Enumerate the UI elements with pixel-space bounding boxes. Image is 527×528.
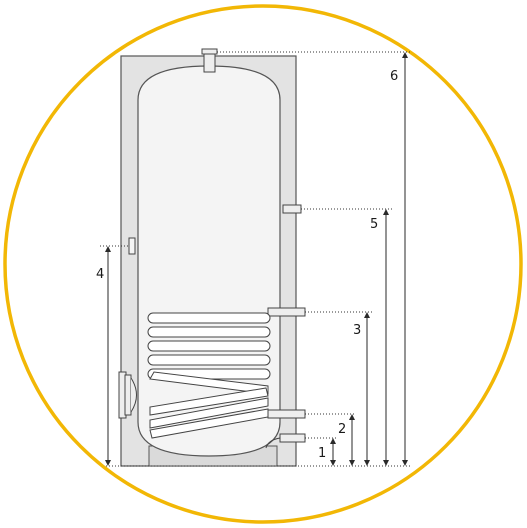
top-outlet-cap bbox=[201, 48, 218, 55]
inspection-flange bbox=[124, 374, 132, 416]
coil-diagonal bbox=[149, 408, 269, 439]
coil-loop bbox=[147, 326, 271, 338]
cold-water-inlet-pipe bbox=[279, 433, 306, 443]
hot-water-outlet-pipe bbox=[282, 204, 302, 214]
dimension-arrows bbox=[105, 52, 408, 466]
coil-lower-pipe bbox=[267, 409, 306, 419]
dimension-label-4: 4 bbox=[96, 267, 104, 282]
coil-diagonal bbox=[149, 397, 269, 429]
dimension-label-2: 2 bbox=[338, 422, 346, 437]
dimension-label-1: 1 bbox=[318, 446, 326, 461]
dimension-label-5: 5 bbox=[370, 217, 378, 232]
sensor-sleeve bbox=[128, 237, 136, 255]
coil-diagonal bbox=[149, 387, 269, 416]
coil-diagonal bbox=[149, 371, 269, 395]
coil-upper-pipe bbox=[267, 307, 306, 317]
inspection-flange-bulge bbox=[130, 377, 137, 413]
coil-loop bbox=[147, 354, 271, 366]
cold-water-inlet-bend bbox=[265, 437, 281, 449]
dimension-label-6: 6 bbox=[390, 69, 398, 84]
coil-loop bbox=[147, 340, 271, 352]
top-outlet-pipe bbox=[203, 51, 216, 73]
heating-coil bbox=[147, 312, 271, 439]
dimension-label-3: 3 bbox=[353, 323, 361, 338]
coil-loop bbox=[147, 312, 271, 324]
